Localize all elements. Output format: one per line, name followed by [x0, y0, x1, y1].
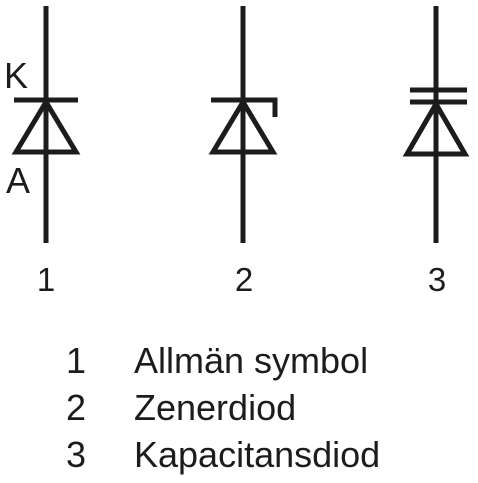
diode-2-zener-bar — [211, 97, 278, 117]
legend-2-number: 2 — [66, 387, 86, 428]
legend-1-number: 1 — [66, 340, 86, 381]
diode-symbol-zener — [208, 6, 278, 243]
diode-1-triangle — [11, 97, 81, 155]
legend-1-text: Allmän symbol — [134, 340, 368, 381]
symbol-2-number: 2 — [235, 261, 253, 298]
diode-3-triangle — [402, 99, 470, 157]
diode-2-triangle — [208, 97, 278, 155]
legend-3-text: Kapacitansdiod — [134, 434, 380, 475]
anode-label: A — [6, 160, 30, 201]
symbol-3-number: 3 — [428, 261, 446, 298]
cathode-label: K — [4, 55, 28, 96]
legend: 1 Allmän symbol 2 Zenerdiod 3 Kapacitans… — [66, 340, 380, 475]
legend-2-text: Zenerdiod — [134, 387, 296, 428]
diode-symbol-capacitance — [402, 6, 470, 243]
legend-3-number: 3 — [66, 434, 86, 475]
diode-symbol-general — [11, 6, 81, 243]
symbol-1-number: 1 — [37, 261, 55, 298]
